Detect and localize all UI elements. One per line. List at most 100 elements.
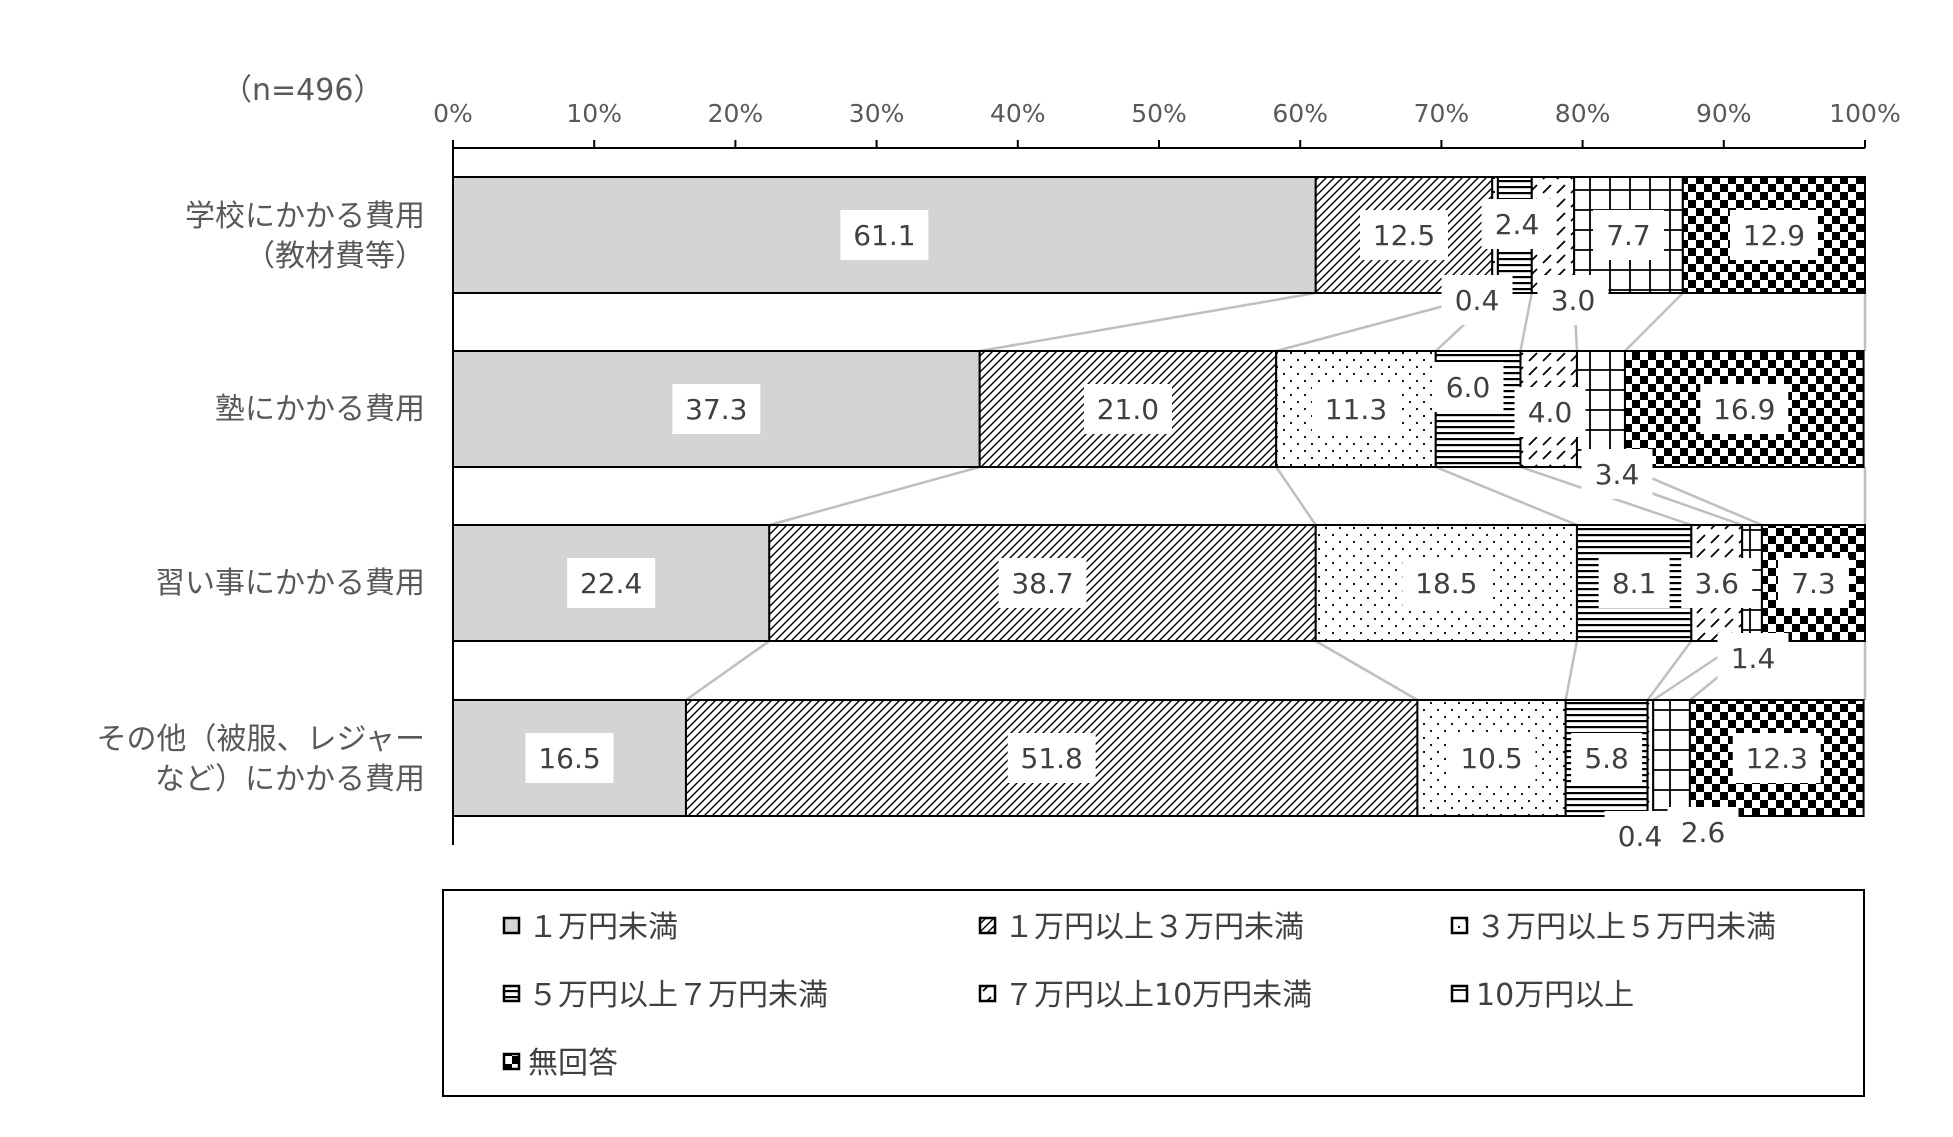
legend-label: １万円未満: [528, 910, 678, 945]
data-label-box: [998, 558, 1087, 608]
data-label: 12.9: [1729, 210, 1818, 260]
data-label: 18.5: [1402, 558, 1491, 608]
data-label-box: [1432, 362, 1504, 412]
legend-label: 10万円以上: [1476, 978, 1634, 1013]
legend-label: 無回答: [528, 1046, 618, 1081]
series-connector-line: [979, 291, 1316, 353]
data-label-box: [1667, 807, 1739, 857]
data-label-box: [1598, 558, 1670, 608]
data-label-box: [1083, 384, 1172, 434]
x-tick-label: 0%: [433, 99, 473, 128]
data-label: 38.7: [998, 558, 1087, 608]
data-label-box: [1481, 199, 1553, 249]
category-label: その他（被服、レジャー: [97, 722, 426, 757]
data-label-text: 10.5: [1460, 742, 1522, 775]
legend-swatch: [502, 984, 521, 1003]
legend-label: ５万円以上７万円未満: [528, 978, 828, 1013]
data-label: 3.4: [1581, 449, 1653, 499]
category-label: 学校にかかる費用: [185, 199, 425, 234]
legend-swatch: [1450, 916, 1469, 935]
data-label-box: [1402, 558, 1491, 608]
data-label-text: 16.9: [1713, 393, 1775, 426]
sample-size-label: （n=496）: [222, 73, 383, 108]
category-label: 塾にかかる費用: [215, 392, 425, 427]
data-label-box: [525, 733, 614, 783]
data-label: 12.3: [1732, 733, 1821, 783]
data-label-text: 12.3: [1746, 742, 1808, 775]
data-label: 12.5: [1359, 210, 1448, 260]
data-label-text: 3.0: [1551, 284, 1596, 317]
data-label-box: [1604, 811, 1676, 861]
legend-item: ３万円以上５万円未満: [1450, 910, 1776, 945]
legend-label: １万円以上３万円未満: [1004, 910, 1304, 945]
data-label: 2.4: [1481, 199, 1553, 249]
data-label-box: [1441, 275, 1513, 325]
category-label: （教材費等）: [245, 239, 425, 274]
x-tick-label: 70%: [1414, 99, 1470, 128]
data-label: 10.5: [1447, 733, 1536, 783]
x-tick-label: 100%: [1829, 99, 1900, 128]
series-connector-line: [1564, 640, 1579, 701]
data-label-text: 7.3: [1791, 567, 1836, 600]
data-label-box: [567, 558, 656, 608]
data-labels: 61.1 12.5 0.4 2.4 3.0 7.7 12.9 37.3 21.0 11.3 6.0 4…: [525, 199, 1849, 861]
data-label: 11.3: [1311, 384, 1400, 434]
data-label-box: [1700, 384, 1789, 434]
data-label-box: [1732, 733, 1821, 783]
data-label-text: 21.0: [1097, 393, 1159, 426]
data-label: 0.4: [1604, 811, 1676, 861]
data-label: 2.6: [1667, 807, 1739, 857]
data-label-text: 0.4: [1455, 284, 1500, 317]
legend-label: ３万円以上５万円未満: [1476, 910, 1776, 945]
legend-item: １万円未満: [502, 910, 678, 945]
data-label-text: 7.7: [1606, 219, 1651, 252]
data-label-box: [1447, 733, 1536, 783]
data-label-box: [1717, 633, 1789, 683]
data-label-text: 12.5: [1373, 219, 1435, 252]
data-label: 7.7: [1592, 210, 1664, 260]
data-label: 4.0: [1514, 387, 1586, 437]
legend-swatch: [1450, 984, 1469, 1003]
legend-item: １万円以上３万円未満: [978, 910, 1304, 945]
legend: １万円未満 １万円以上３万円未満 ３万円以上５万円未満 ５万円以上７万円未満 ７万円以上…: [442, 889, 1865, 1097]
data-label-box: [1537, 275, 1609, 325]
data-label-text: 3.6: [1694, 567, 1739, 600]
data-label-text: 12.9: [1743, 219, 1805, 252]
data-label-box: [1311, 384, 1400, 434]
data-label-text: 0.4: [1618, 820, 1663, 853]
series-connector-line: [1624, 292, 1684, 352]
data-label-box: [1777, 558, 1849, 608]
bar-segment: [1652, 699, 1691, 817]
data-label-box: [1571, 733, 1643, 783]
data-label-text: 2.4: [1495, 208, 1540, 241]
series-connector-line: [1315, 639, 1419, 702]
data-label: 37.3: [672, 384, 761, 434]
data-label-box: [1681, 558, 1753, 608]
series-connector-line: [685, 639, 771, 702]
data-label-text: 61.1: [853, 219, 915, 252]
data-label-box: [1514, 387, 1586, 437]
legend-label: ７万円以上10万円未満: [1004, 978, 1312, 1013]
x-axis: 0%10%20%30%40%50%60%70%80%90%100%: [433, 99, 1901, 845]
legend-swatch: [502, 1052, 521, 1071]
series-connector-line: [1519, 292, 1533, 352]
data-label-text: 4.0: [1528, 396, 1573, 429]
x-tick-label: 30%: [849, 99, 905, 128]
data-label-text: 3.4: [1595, 458, 1640, 491]
data-label-text: 6.0: [1446, 371, 1491, 404]
bars: [452, 176, 1867, 817]
data-label: 51.8: [1007, 733, 1096, 783]
data-label: 1.4: [1717, 633, 1789, 683]
data-label: 21.0: [1083, 384, 1172, 434]
legend-swatch: [502, 916, 521, 935]
series-connector-line: [1435, 465, 1578, 527]
data-label-box: [672, 384, 761, 434]
data-label-text: 11.3: [1325, 393, 1387, 426]
x-tick-label: 90%: [1696, 99, 1752, 128]
data-label-text: 1.4: [1731, 642, 1776, 675]
data-label-text: 22.4: [580, 567, 642, 600]
x-tick-label: 50%: [1131, 99, 1187, 128]
legend-item: ７万円以上10万円未満: [978, 978, 1312, 1013]
data-label-box: [840, 210, 929, 260]
